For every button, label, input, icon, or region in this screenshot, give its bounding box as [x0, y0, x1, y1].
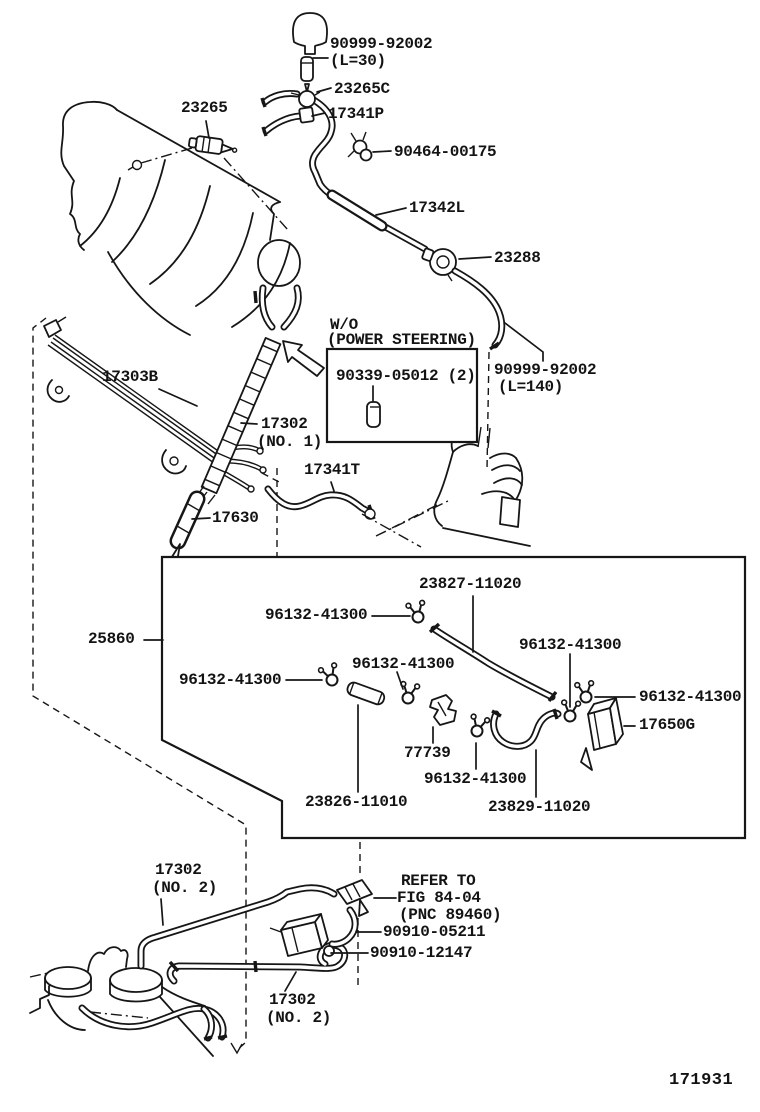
vacuum-switch-23265-icon — [188, 120, 238, 155]
part-label-90999-92002-l140-line2: (L=140) — [498, 378, 564, 396]
part-label-96132-41300-1: 96132-41300 — [265, 606, 368, 624]
hose-end-cap — [260, 97, 267, 108]
part-label-77739: 77739 — [404, 744, 451, 762]
vsv-17650g-icon — [580, 697, 624, 771]
pointer-arrow-icon — [282, 340, 325, 377]
part-label-17302-no1-line2: (NO. 1) — [257, 433, 323, 451]
note-box-border — [325, 347, 479, 444]
hose-23826-icon — [346, 681, 386, 706]
part-label-25860: 25860 — [88, 630, 135, 648]
leader-23265 — [205, 120, 210, 139]
bottom-hoses-17302-no2 — [82, 888, 345, 1039]
part-label-17302-no2a-line1: 17302 — [155, 861, 202, 879]
engine-bottom-sketch — [29, 946, 214, 1057]
part-label-17650G: 17650G — [639, 716, 695, 734]
manifold-sketch — [391, 426, 531, 547]
hose-end-cap — [261, 126, 268, 137]
part-label-90339-05012: 90339-05012 (2) — [336, 367, 476, 385]
part-label-17342L: 17342L — [409, 199, 465, 217]
damper-90339-icon — [366, 401, 381, 428]
part-label-96132-41300-6: 96132-41300 — [424, 770, 527, 788]
part-label-23827-11020: 23827-11020 — [419, 575, 522, 593]
connector-17341p-icon — [298, 106, 315, 124]
bell-cap-icon — [292, 12, 328, 55]
part-label-wo-note-line2: (POWER STEERING) — [327, 331, 476, 349]
part-label-17303B: 17303B — [102, 368, 158, 386]
power-steering-note-box — [325, 347, 479, 444]
part-label-refer-note-line3: (PNC 89460) — [399, 906, 502, 924]
vsv-bottom-icon — [269, 913, 329, 957]
connector-89460-icon — [336, 879, 373, 917]
part-label-90999-92002-l30-line2: (L=30) — [330, 52, 386, 70]
engine-top-sketch — [60, 100, 301, 336]
part-label-90910-12147: 90910-12147 — [370, 944, 473, 962]
part-label-wo-note-line1: W/O — [330, 316, 358, 334]
filter-17630-icon — [169, 485, 206, 563]
part-label-96132-41300-3: 96132-41300 — [352, 655, 455, 673]
clamp-90910-12147-icon — [323, 945, 335, 957]
clamp-90464-icon — [347, 131, 373, 162]
part-label-23826-11010: 23826-11010 — [305, 793, 408, 811]
figure-number: 171931 — [669, 1071, 734, 1090]
hose-17341t-icon — [268, 481, 449, 548]
parts-box-25860 — [143, 555, 747, 840]
part-label-23265C: 23265C — [334, 80, 390, 98]
part-label-17302-no2b-line2: (NO. 2) — [266, 1009, 332, 1027]
check-valve-23265c-icon — [298, 90, 316, 108]
part-label-96132-41300-2: 96132-41300 — [179, 671, 282, 689]
dashed-reference-border — [32, 317, 490, 1055]
pipe-17342l — [332, 195, 382, 226]
part-label-96132-41300-4: 96132-41300 — [519, 636, 622, 654]
sensor-mount-hole — [131, 159, 143, 171]
part-label-23288: 23288 — [494, 249, 541, 267]
valve-77739-icon — [429, 694, 457, 726]
part-label-90999-92002-l30-line1: 90999-92002 — [330, 35, 433, 53]
part-label-17302-no2b-line1: 17302 — [269, 991, 316, 1009]
part-label-17341P: 17341P — [328, 105, 384, 123]
pipe-17303b-icon — [43, 316, 267, 493]
part-label-refer-note-line1: REFER TO — [401, 872, 476, 890]
sensor-assembly-89460 — [269, 879, 397, 957]
part-label-90999-92002-l140-line1: 90999-92002 — [494, 361, 597, 379]
parts-box-border — [160, 555, 747, 840]
part-label-17302-no1-line1: 17302 — [261, 415, 308, 433]
part-label-17302-no2a-line2: (NO. 2) — [152, 879, 218, 897]
part-label-refer-note-line2: FIG 84-04 — [397, 889, 481, 907]
part-label-23265: 23265 — [181, 99, 228, 117]
part-label-90910-05211: 90910-05211 — [383, 923, 486, 941]
part-label-96132-41300-5: 96132-41300 — [639, 688, 742, 706]
part-label-17630: 17630 — [212, 509, 259, 527]
part-label-90464-00175: 90464-00175 — [394, 143, 497, 161]
pipe-ribs — [204, 344, 278, 487]
part-label-17341T: 17341T — [304, 461, 360, 479]
hose-90999-l30-icon — [300, 56, 314, 82]
top-hose-assembly — [260, 12, 544, 362]
part-label-23829-11020: 23829-11020 — [488, 798, 591, 816]
